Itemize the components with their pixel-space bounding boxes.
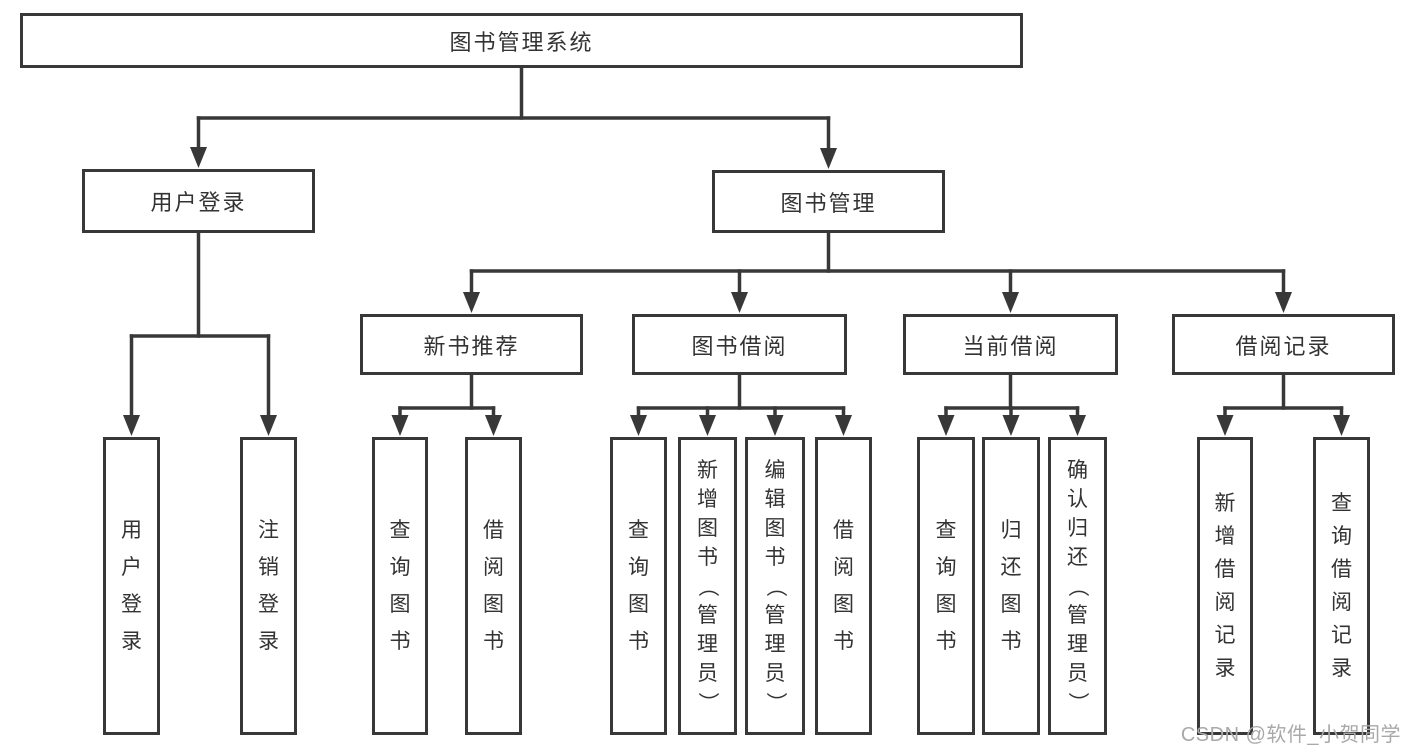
node-bb-edit: 编辑图书（管理员） [745, 437, 805, 735]
node-current-borrow: 当前借阅 [903, 314, 1118, 375]
node-label: 新增借阅记录 [1214, 492, 1236, 680]
node-book-borrow: 图书借阅 [632, 314, 847, 375]
node-label: 借阅图书 [483, 519, 504, 653]
node-br-query: 查询借阅记录 [1313, 437, 1370, 735]
node-user-login: 用户登录 [82, 169, 315, 233]
node-label: 图书借阅 [691, 333, 788, 359]
node-label: 查询图书 [389, 519, 411, 653]
node-label: 新书推荐 [423, 333, 520, 359]
node-label: 查询图书 [935, 519, 957, 653]
watermark: CSDN @软件_小贺同学 [1180, 724, 1401, 746]
node-label: 当前借阅 [962, 333, 1059, 359]
node-cb-query: 查询图书 [917, 437, 975, 735]
node-label: 编辑图书（管理员） [763, 458, 787, 713]
node-label: 注销登录 [258, 519, 279, 653]
node-bb-borrow: 借阅图书 [815, 437, 872, 735]
node-label: 新增图书（管理员） [696, 458, 719, 713]
node-root: 图书管理系统 [20, 13, 1023, 68]
node-label: 图书管理 [780, 190, 877, 216]
node-label: 查询借阅记录 [1331, 492, 1352, 680]
node-book-mgmt: 图书管理 [712, 170, 945, 233]
node-label: 确认归还（管理员） [1066, 458, 1089, 713]
node-br-add: 新增借阅记录 [1197, 437, 1253, 735]
node-new-book: 新书推荐 [360, 314, 583, 375]
node-label: 借阅图书 [833, 519, 854, 653]
node-label: 借阅记录 [1235, 333, 1332, 359]
node-label: 用户登录 [150, 190, 247, 215]
node-bb-add: 新增图书（管理员） [678, 437, 737, 735]
node-label: 图书管理系统 [449, 29, 594, 55]
node-borrow-record: 借阅记录 [1172, 314, 1395, 375]
node-label: 用户登录 [121, 519, 142, 653]
node-bb-query: 查询图书 [610, 437, 667, 735]
node-cb-return: 归还图书 [982, 437, 1040, 735]
node-ul-login: 用户登录 [103, 437, 160, 735]
node-nb-query: 查询图书 [372, 437, 428, 735]
node-label: 归还图书 [1000, 519, 1022, 653]
node-ul-logout: 注销登录 [240, 437, 297, 735]
node-label: 查询图书 [628, 519, 649, 653]
node-nb-borrow: 借阅图书 [465, 437, 522, 735]
node-cb-confirm: 确认归还（管理员） [1048, 437, 1107, 735]
